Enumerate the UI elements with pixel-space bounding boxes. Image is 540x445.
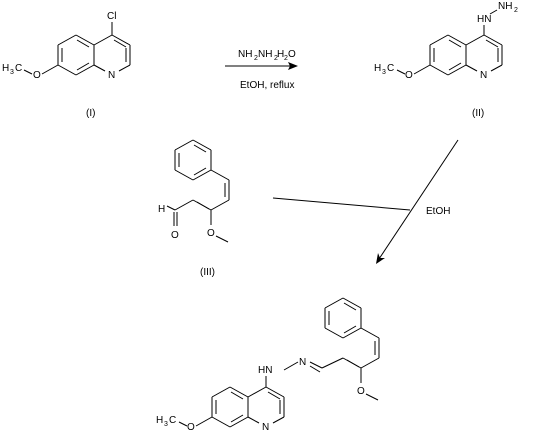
methoxy-oxygen-label: O — [33, 70, 41, 81]
compound-i: Cl N O H 3 C (I) — [2, 11, 131, 119]
product-methoxy-oxygen-label: O — [187, 422, 195, 433]
step1-solvent-label: EtOH, reflux — [240, 80, 294, 91]
product-imine-n-label: N — [299, 357, 306, 368]
step2-arrow — [272, 139, 459, 264]
compound-i-id: (I) — [86, 108, 95, 119]
hydrazine-nh2-label: NH — [498, 1, 512, 12]
methyl-h-label-ii: H — [374, 63, 381, 74]
ring-nitrogen-label-ii: N — [480, 70, 487, 81]
product-methyl-c-label: C — [169, 415, 176, 426]
ring-nitrogen-label: N — [108, 70, 115, 81]
step2-solvent-label: EtOH — [426, 206, 450, 217]
product-methyl-3-label: 3 — [164, 421, 168, 428]
compound-iii-id: (III) — [200, 267, 215, 278]
hydrazine-hn-label: HN — [477, 14, 491, 25]
compound-ii: HN NH 2 N O H 3 C (II) — [374, 1, 518, 119]
methyl-c-label-ii: C — [387, 63, 394, 74]
reagent-h-sub: 2 — [284, 55, 288, 62]
reagent-o-label: O — [288, 49, 296, 60]
methyl-h-label: H — [2, 63, 9, 74]
aldehyde-h-label: H — [158, 204, 165, 215]
step1-reagent: NH 2 NH 2 H 2 O — [238, 49, 296, 62]
methoxy-oxygen-label-iii: O — [207, 228, 215, 239]
hydrazine-nh2-sub: 2 — [514, 7, 518, 14]
methyl-c-label: C — [15, 63, 22, 74]
product-hn-label: HN — [258, 365, 272, 376]
methoxy-oxygen-label-ii: O — [405, 70, 413, 81]
product-naph-oxygen-label: O — [357, 386, 365, 397]
methyl-3-label-ii: 3 — [382, 69, 386, 76]
compound-i-bonds — [23, 22, 131, 76]
reagent-nh-sub: 2 — [254, 55, 258, 62]
compound-ii-id: (II) — [472, 108, 484, 119]
reagent-nh2-sub: 2 — [274, 55, 278, 62]
product-bonds — [178, 297, 380, 428]
reagent-nh-label: NH — [238, 49, 252, 60]
carbonyl-oxygen-label: O — [171, 230, 179, 241]
compound-iii: H O O (III) — [158, 139, 230, 278]
step1-arrow — [225, 62, 298, 70]
product: HN N O N O H 3 C — [156, 297, 380, 433]
product-methyl-h-label: H — [156, 415, 163, 426]
chlorine-label: Cl — [107, 11, 116, 22]
methyl-3-label: 3 — [10, 69, 14, 76]
compound-iii-bonds — [166, 139, 230, 243]
reagent-nh2-label: NH — [258, 49, 272, 60]
product-ring-nitrogen-label: N — [262, 422, 269, 433]
reagent-h-label: H — [277, 49, 284, 60]
compound-ii-bonds — [396, 9, 503, 76]
